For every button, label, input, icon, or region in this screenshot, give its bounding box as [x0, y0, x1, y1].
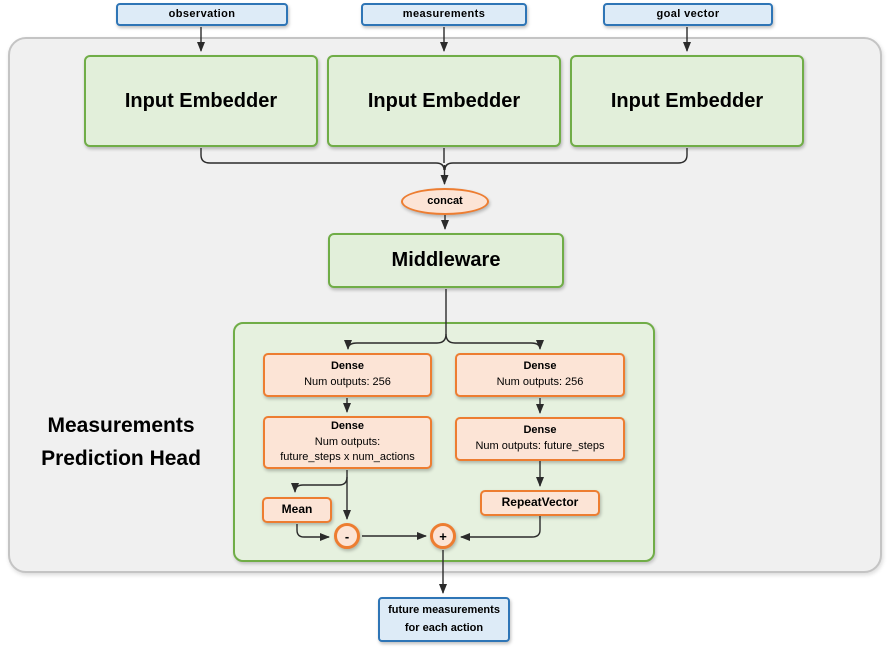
mean-label: Mean — [281, 502, 313, 517]
dense-right-2-line1: Num outputs: future_steps — [475, 440, 605, 452]
input-embedder-3: Input Embedder — [570, 55, 804, 147]
dense-left-2-title: Dense — [330, 419, 365, 432]
dense-left-2-line1: Num outputs: — [314, 435, 381, 448]
add-label: + — [439, 528, 447, 544]
output-label: future measurements for each action — [378, 597, 510, 642]
output-label-line1: future measurements — [388, 604, 500, 617]
input-embedder-2: Input Embedder — [327, 55, 561, 147]
input-embedder-2-label: Input Embedder — [367, 89, 521, 112]
input-label-measurements: measurements — [361, 3, 527, 26]
input-label-observation-text: observation — [168, 7, 236, 20]
repeat-vector-label: RepeatVector — [501, 495, 579, 510]
add-node: + — [430, 523, 456, 549]
mean-node: Mean — [262, 497, 332, 523]
dense-left-2: Dense Num outputs: future_steps x num_ac… — [263, 416, 432, 469]
input-label-goal-vector-text: goal vector — [656, 7, 720, 20]
dense-right-2-title: Dense — [523, 424, 557, 437]
prediction-head-title: Measurements Prediction Head — [15, 409, 227, 475]
dense-left-2-line2: future_steps x num_actions — [280, 451, 415, 464]
concat-label: concat — [427, 194, 463, 207]
input-embedder-1: Input Embedder — [84, 55, 318, 147]
input-label-goal-vector: goal vector — [603, 3, 773, 26]
middleware-label: Middleware — [391, 249, 501, 271]
dense-left-1-title: Dense — [330, 360, 365, 373]
prediction-head-title-line1: Measurements — [47, 414, 195, 437]
output-label-line2: for each action — [404, 621, 484, 634]
dense-right-1-line1: Num outputs: 256 — [496, 376, 584, 388]
dense-right-2: Dense Num outputs: future_steps — [455, 417, 625, 461]
input-embedder-1-label: Input Embedder — [124, 89, 278, 112]
dense-right-1-title: Dense — [523, 360, 557, 373]
subtract-node: - — [334, 523, 360, 549]
dense-left-1: Dense Num outputs: 256 — [263, 353, 432, 397]
subtract-label: - — [344, 528, 350, 544]
repeat-vector-node: RepeatVector — [480, 490, 600, 516]
dense-left-1-line1: Num outputs: 256 — [304, 376, 391, 388]
input-embedder-3-label: Input Embedder — [610, 89, 764, 112]
middleware-node: Middleware — [328, 233, 564, 288]
dense-right-1: Dense Num outputs: 256 — [455, 353, 625, 397]
input-label-measurements-text: measurements — [402, 7, 486, 20]
prediction-head-title-line2: Prediction Head — [41, 447, 201, 470]
concat-node: concat — [401, 188, 489, 215]
input-label-observation: observation — [116, 3, 288, 26]
